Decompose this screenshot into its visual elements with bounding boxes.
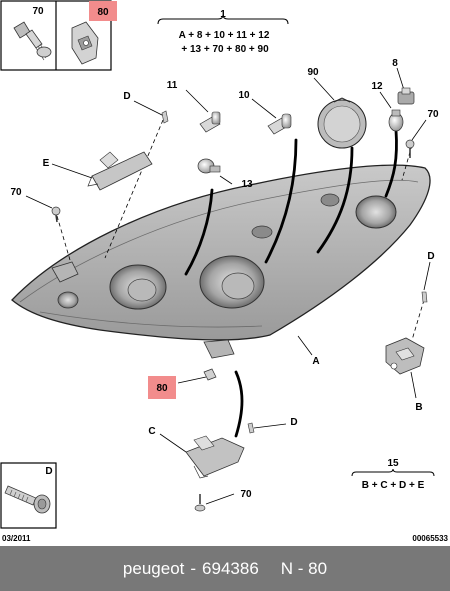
legend-line-2: + 13 + 70 + 80 + 90 [181,44,269,55]
callout-d-right: D [427,251,434,262]
screw-70-right [405,139,415,158]
date-code: 03/2011 [2,534,31,543]
inset-label-70: 70 [32,6,44,17]
bulb-holder-8 [397,87,415,105]
callout-70-right: 70 [427,109,439,120]
legend-assembly-1: 1 A + 8 + 10 + 11 + 12 + 13 + 70 + 80 + … [157,9,289,55]
screw-d-top [161,110,169,124]
clip-80 [203,368,217,381]
legend-bottom-line-1: B + C + D + E [362,480,425,491]
footer-separator: - [190,558,197,578]
inset-box-bottom: D [0,462,57,529]
callout-c: C [148,426,155,437]
bracket-c [185,435,245,479]
leader-lines [25,67,431,505]
screw-70-left [51,206,61,223]
reflector-small [57,291,79,309]
callout-d-top: D [123,91,130,102]
insertion-arrows [184,128,398,438]
reflector-right [355,195,397,229]
inset-box-top: 70 80 [0,0,117,71]
bulb-12 [388,109,404,132]
footer-caption-bar: peugeot - 694386 N - 80 [0,546,450,591]
bulb-11 [199,111,221,133]
callout-a: A [312,356,319,367]
legend-line-1: A + 8 + 10 + 11 + 12 [179,30,270,41]
screw-d-right [421,291,428,303]
screw-d-bottom [247,422,255,434]
callout-80: 80 [156,383,168,394]
callout-90: 90 [307,67,319,78]
highlight-80-inset [89,1,117,21]
screw-icon [13,21,52,61]
callout-e: E [43,158,50,169]
bulb-13 [197,158,221,174]
callout-13: 13 [241,179,253,190]
callout-70-bottom: 70 [240,489,252,500]
callout-d-bottom: D [290,417,297,428]
inset-bottom-label-d: D [45,466,52,477]
legend-number-15: 15 [387,458,399,469]
bracket-b [385,337,425,375]
inset-label-80: 80 [97,7,109,18]
footer-part-number: 694386 [202,558,259,578]
legend-assembly-15: 15 B + C + D + E [351,458,435,491]
bulb-10 [267,113,292,135]
clip-nut-icon [71,21,99,65]
legend-number-1: 1 [220,9,226,20]
parts-diagram: 70 80 1 A + 8 + 10 + 11 + 12 + 13 + 70 +… [0,0,449,543]
image-code: 00065533 [412,534,448,543]
callout-8: 8 [392,58,398,69]
cover-cap-90 [317,97,367,149]
screw-d-icon [4,485,51,514]
footer-position: N - 80 [280,558,328,578]
callout-10: 10 [238,90,250,101]
callout-70-left: 70 [10,187,22,198]
screw-70-bottom [194,494,206,512]
bracket-e [87,151,153,191]
highlight-80-callout [148,376,176,399]
callout-b: B [415,402,422,413]
callout-12: 12 [371,81,383,92]
footer-brand: peugeot [122,558,185,578]
callout-11: 11 [167,80,178,91]
headlamp-housing [11,164,431,359]
